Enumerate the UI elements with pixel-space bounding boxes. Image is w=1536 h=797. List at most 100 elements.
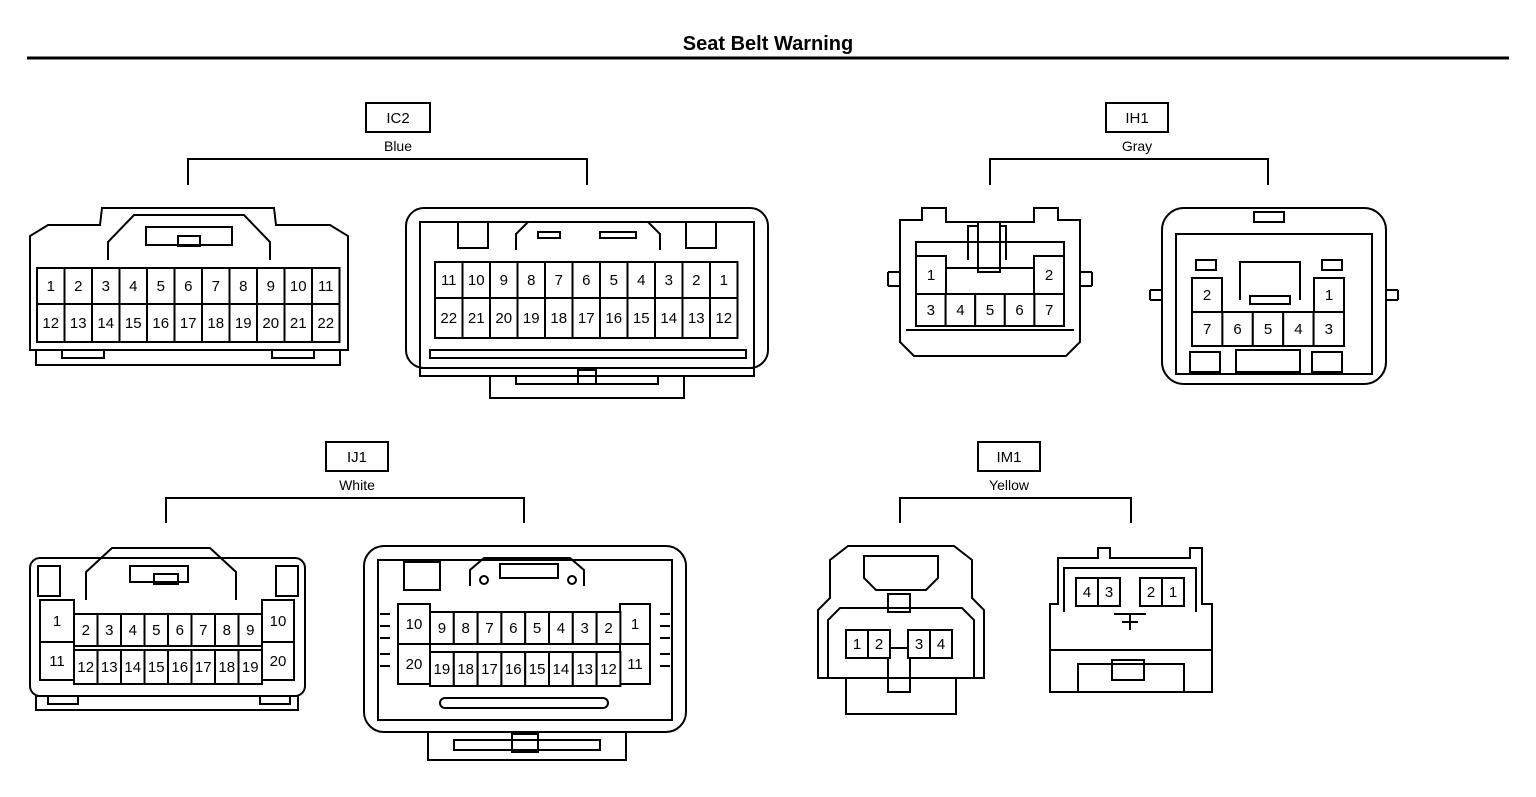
connector-housing: [899, 207, 1081, 357]
connector-latch: [499, 563, 559, 579]
pin-number: 10: [406, 616, 423, 633]
pin-number: 4: [557, 620, 565, 637]
pin-number: 9: [246, 622, 254, 639]
pin-number: 4: [1294, 321, 1302, 338]
pin-number: 4: [129, 622, 137, 639]
pin-number: 18: [207, 315, 224, 332]
connector-foot-slot: [515, 375, 659, 385]
pin-cell: [489, 261, 519, 299]
connector-foot: [1077, 663, 1185, 693]
pin-cell: [595, 651, 622, 687]
pin-number: 12: [600, 661, 617, 678]
connector-foot-tab: [511, 733, 539, 753]
connector-lock: [1239, 261, 1301, 300]
pin-number: 18: [218, 659, 235, 676]
pin-number: 7: [1203, 321, 1211, 338]
connector-foot-tab: [577, 369, 597, 385]
connector-color: Yellow: [989, 477, 1030, 493]
pin-number: 11: [441, 272, 457, 289]
pin-number: 10: [290, 278, 307, 295]
pin-cell: [1221, 311, 1254, 347]
pin-cell: [146, 303, 176, 343]
pin-cell: [489, 297, 519, 339]
pin-number: 6: [176, 622, 184, 639]
connector-foot: [1311, 351, 1343, 373]
pin-number: 19: [434, 661, 451, 678]
pin-cell: [1282, 311, 1315, 347]
pin-number: 21: [468, 310, 485, 327]
connector-code: IH1: [1125, 110, 1148, 127]
connector-latch-tab: [177, 235, 201, 247]
connector-base: [845, 677, 957, 715]
connector-color: Blue: [384, 138, 412, 154]
pin-cell: [1097, 577, 1121, 607]
connector-code-box: [977, 441, 1041, 472]
pin-number: 6: [184, 278, 192, 295]
pin-number: 3: [105, 622, 113, 639]
pin-cell: [681, 261, 711, 299]
pin-number: 5: [157, 278, 165, 295]
pin-cell: [461, 297, 491, 339]
pin-number: 20: [495, 310, 512, 327]
pin-number: 1: [720, 272, 728, 289]
pin-cell: [201, 267, 231, 305]
connector-code: IJ1: [347, 449, 367, 466]
pin-number: 15: [529, 661, 546, 678]
connector-code: IM1: [996, 449, 1021, 466]
pin-cell: [434, 297, 464, 339]
pin-number: 19: [235, 315, 252, 332]
connector-inner-wall: [1063, 567, 1197, 612]
connector-slot: [537, 231, 561, 239]
connector-inner-wall: [827, 607, 975, 678]
pin-cell: [595, 611, 622, 645]
pin-cell: [709, 261, 739, 299]
pin-cell: [1033, 255, 1065, 295]
pin-number: 8: [462, 620, 470, 637]
connector-color: Gray: [1122, 138, 1152, 154]
connector-key: [887, 647, 911, 693]
pin-number: 2: [1203, 287, 1211, 304]
connector-code-box: [325, 441, 389, 472]
pin-cell: [915, 255, 947, 295]
connector-bracket: [989, 158, 1269, 185]
pin-number: 1: [853, 636, 861, 653]
pin-number: 21: [290, 315, 307, 332]
connector-foot: [489, 375, 685, 399]
pin-cell: [311, 267, 341, 305]
connector-foot-slot: [453, 739, 601, 751]
pin-cell: [311, 303, 341, 343]
pin-number: 10: [270, 613, 287, 630]
pin-number: 1: [47, 278, 55, 295]
pin-number: 4: [937, 636, 945, 653]
pin-cell: [709, 297, 739, 339]
connector-side-tabs: [887, 271, 1093, 287]
connector-guide: [457, 221, 489, 249]
pin-number: 15: [125, 315, 142, 332]
pin-number: 11: [318, 278, 334, 295]
pin-number: 3: [915, 636, 923, 653]
connector-foot: [61, 349, 105, 359]
pin-number: 6: [1015, 302, 1023, 319]
connector-base: [35, 695, 299, 711]
pin-number: 12: [715, 310, 732, 327]
pin-number: 7: [555, 272, 563, 289]
pin-number: 3: [665, 272, 673, 289]
pin-number: 16: [605, 310, 622, 327]
pin-number: 2: [74, 278, 82, 295]
pin-number: 20: [262, 315, 279, 332]
connector-foot: [1235, 349, 1301, 373]
connector-guide: [275, 565, 299, 597]
pin-number: 17: [481, 661, 498, 678]
pin-number: 17: [180, 315, 197, 332]
pin-number: 13: [70, 315, 87, 332]
